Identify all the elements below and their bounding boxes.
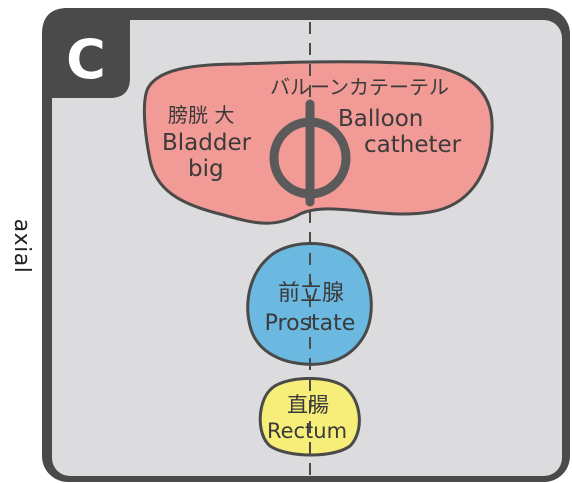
prostate-label-en: Prostate	[265, 311, 356, 336]
panel-letter-badge	[42, 8, 130, 98]
bladder-label-jp: 膀胱 大	[168, 103, 234, 127]
rectum-label-jp: 直腸	[287, 393, 329, 417]
catheter-label-en-line2: catheter	[364, 132, 462, 158]
rectum-shape	[258, 377, 361, 457]
catheter-label-en-line1: Balloon	[338, 106, 423, 132]
bladder-label-size: big	[188, 156, 224, 182]
panel-letter: C	[66, 28, 106, 91]
prostate-label-jp: 前立腺	[278, 281, 344, 306]
bladder-shape	[142, 60, 494, 225]
bladder-label-en: Bladder	[162, 130, 252, 156]
rectum-label-en: Rectum	[267, 419, 347, 443]
catheter-label-jp: バルーンカテーテル	[270, 75, 449, 99]
